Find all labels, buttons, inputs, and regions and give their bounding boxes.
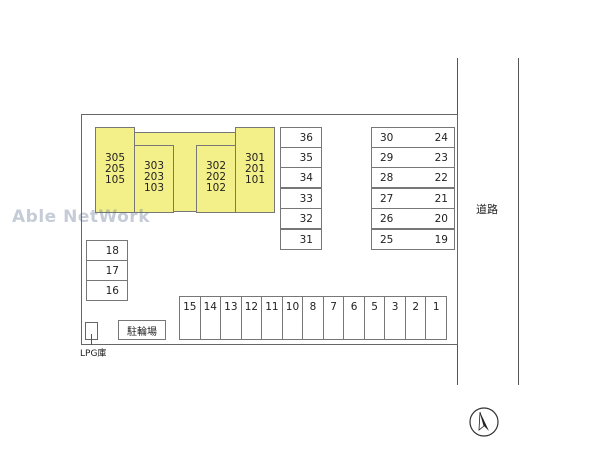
- parking-space: 10: [281, 296, 304, 340]
- parking-space: 13: [220, 296, 242, 340]
- parking-space: 32: [280, 208, 322, 229]
- parking-space: 8: [302, 296, 324, 340]
- road-edge-right: [518, 58, 519, 385]
- parking-space-label: 26: [380, 212, 394, 225]
- parking-space-label: 28: [380, 171, 394, 184]
- parking-space: 1: [425, 296, 447, 340]
- parking-space: 12: [240, 296, 263, 340]
- building-unit-column: 302 202 102: [196, 145, 236, 213]
- parking-space-pair: 27 21: [371, 188, 455, 209]
- building-unit-column: 301 201 101: [235, 127, 275, 213]
- unit-number: 103: [143, 182, 165, 194]
- parking-space-pair: 26 20: [371, 208, 455, 229]
- parking-space: 35: [280, 147, 322, 168]
- parking-space: 17: [86, 260, 128, 281]
- watermark: Able NetWork: [12, 207, 150, 227]
- parking-space-label: 27: [380, 192, 394, 205]
- unit-number: 205: [104, 163, 126, 175]
- parking-space-pair: 29 23: [371, 147, 455, 168]
- site-boundary: [81, 114, 458, 345]
- unit-number: 202: [205, 171, 227, 183]
- parking-space-label: 19: [434, 233, 448, 246]
- parking-space-pair: 30 24: [371, 127, 455, 148]
- building-unit-column: 305 205 105: [95, 127, 135, 213]
- parking-space: 2: [404, 296, 427, 340]
- bicycle-parking: 駐輪場: [118, 320, 166, 340]
- building-unit-column: 303 203 103: [134, 145, 174, 213]
- parking-space: 31: [280, 229, 322, 250]
- parking-space-label: 20: [434, 212, 448, 225]
- parking-space-pair: 28 22: [371, 167, 455, 188]
- parking-space-label: 21: [434, 192, 448, 205]
- unit-number: 203: [143, 171, 165, 183]
- parking-space: 15: [179, 296, 201, 340]
- parking-space: 36: [280, 127, 322, 148]
- parking-space-label: 24: [434, 131, 448, 144]
- unit-number: 301: [244, 152, 266, 164]
- lpg-label: LPG庫: [80, 349, 107, 359]
- unit-number: 102: [205, 182, 227, 194]
- parking-space: 18: [86, 240, 128, 261]
- compass-needle: [480, 412, 489, 431]
- parking-space-pair: 25 19: [371, 229, 455, 250]
- parking-space-label: 29: [380, 151, 394, 164]
- unit-number: 201: [244, 163, 266, 175]
- parking-space: 7: [322, 296, 345, 340]
- unit-number: 105: [104, 174, 126, 186]
- road-label: 道路: [476, 203, 498, 216]
- parking-space-label: 22: [434, 171, 448, 184]
- unit-number: 101: [244, 174, 266, 186]
- parking-space-label: 30: [380, 131, 394, 144]
- north-arrow-icon: [469, 407, 499, 437]
- parking-space: 11: [261, 296, 283, 340]
- unit-number: 303: [143, 160, 165, 172]
- parking-space: 3: [384, 296, 406, 340]
- parking-space: 6: [343, 296, 365, 340]
- unit-number: 302: [205, 160, 227, 172]
- parking-space: 5: [363, 296, 386, 340]
- parking-space-label: 25: [380, 233, 394, 246]
- parking-space: 34: [280, 167, 322, 188]
- parking-space: 14: [199, 296, 222, 340]
- parking-space-label: 23: [434, 151, 448, 164]
- unit-number: 305: [104, 152, 126, 164]
- compass-needle-outline: [478, 411, 485, 431]
- parking-space: 33: [280, 188, 322, 209]
- lpg-leader-line: [91, 334, 92, 345]
- parking-space: 16: [86, 280, 128, 301]
